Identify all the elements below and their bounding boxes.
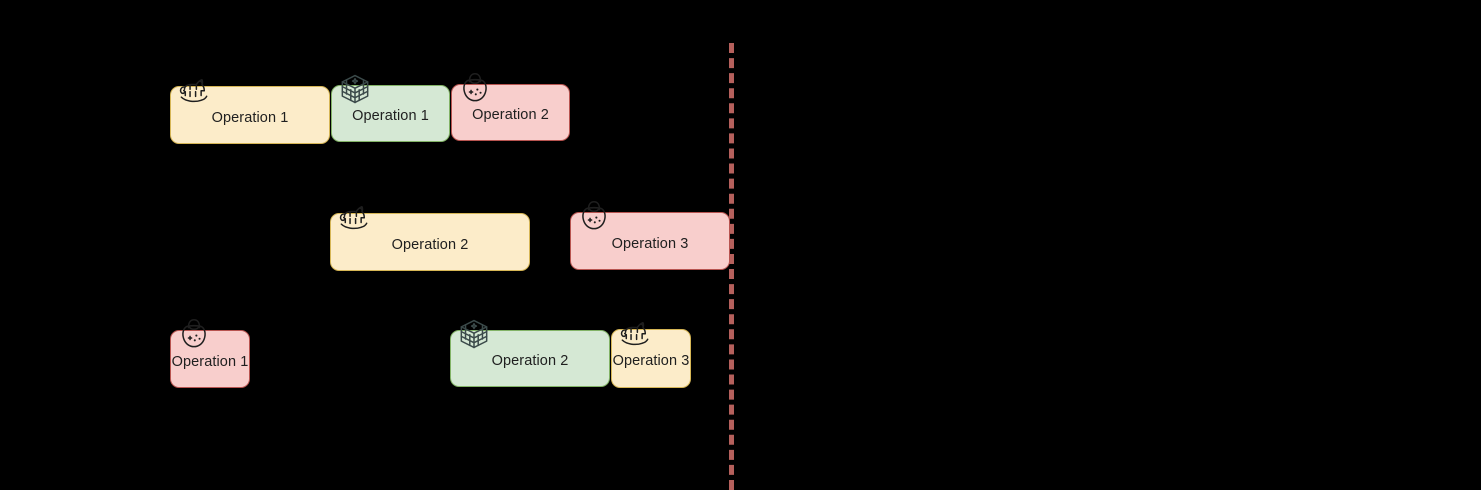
operation-box[interactable]: Operation 2 xyxy=(330,205,530,271)
vertical-dashed-divider xyxy=(729,43,734,490)
operation-label: Operation 1 xyxy=(171,353,249,370)
operation-label: Operation 1 xyxy=(352,108,429,125)
operation-label: Operation 2 xyxy=(472,107,549,124)
operation-box[interactable]: Operation 1 xyxy=(170,78,330,144)
operation-box[interactable]: Operation 3 xyxy=(570,200,730,270)
operation-label: Operation 2 xyxy=(391,236,469,253)
operation-box[interactable]: Operation 1 xyxy=(170,318,250,388)
operation-label: Operation 1 xyxy=(211,109,289,126)
operation-box[interactable]: Operation 2 xyxy=(450,319,610,387)
operation-box[interactable]: Operation 1 xyxy=(331,74,450,142)
operation-box[interactable]: Operation 3 xyxy=(611,321,691,388)
operation-label: Operation 3 xyxy=(611,235,689,252)
operation-box[interactable]: Operation 2 xyxy=(451,72,570,141)
operation-label: Operation 2 xyxy=(491,353,569,370)
operation-label: Operation 3 xyxy=(612,353,690,370)
